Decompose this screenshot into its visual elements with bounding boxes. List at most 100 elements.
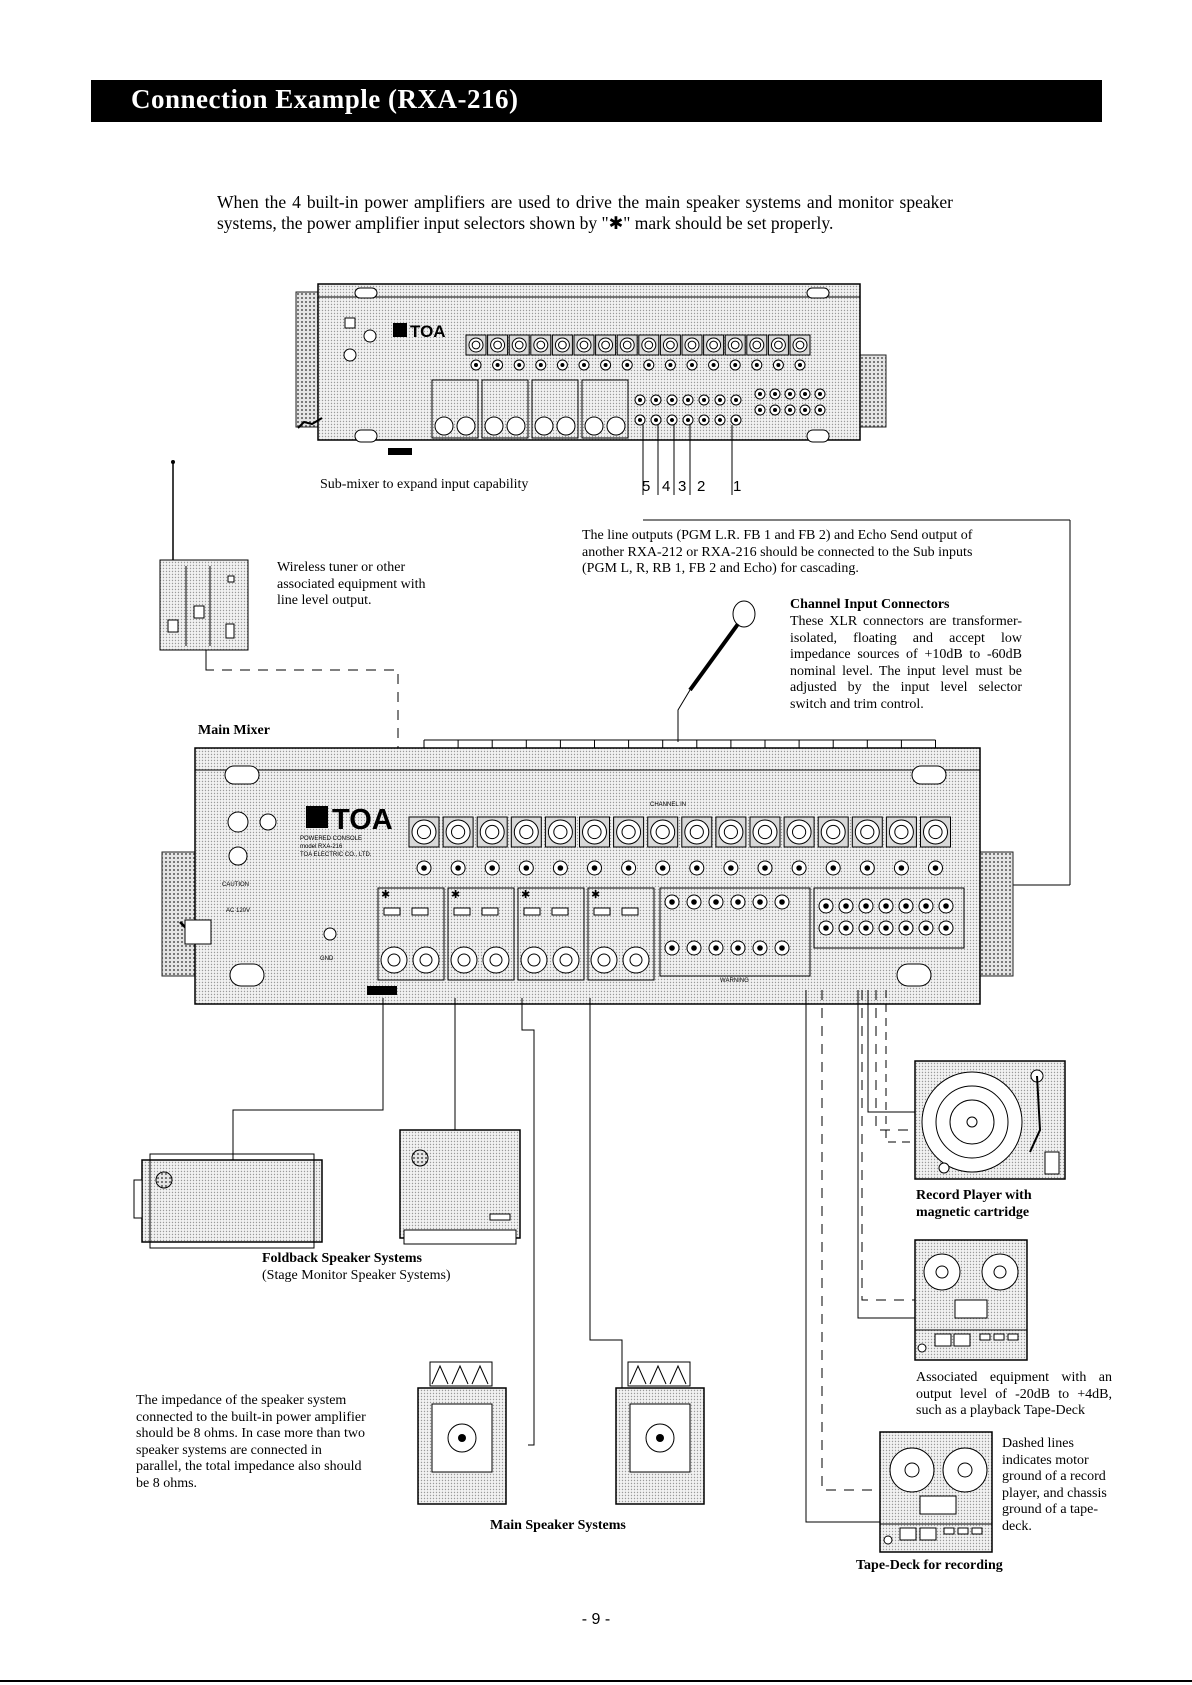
main-xlr-connector-10-inner bbox=[723, 824, 739, 840]
sub-speaker-out-a-3 bbox=[534, 416, 554, 436]
associated-equipment-label: Associated equipment with an output leve… bbox=[916, 1370, 1112, 1418]
speaker-out-b-core-4 bbox=[629, 953, 643, 967]
speaker-out-a-core-2 bbox=[457, 953, 471, 967]
input-selector-star-3: ✱ bbox=[521, 888, 530, 901]
main-xlr-connector-7-inner bbox=[621, 824, 636, 840]
sub-jack-2-pin bbox=[495, 363, 500, 367]
sub-xlr-connector-14-inner bbox=[752, 340, 762, 350]
sub-xlr-connector-3-inner bbox=[514, 340, 524, 350]
sub-speaker-out-b-1 bbox=[456, 416, 476, 436]
stereo-in-jack-4-pin bbox=[883, 925, 889, 931]
sub-line-out-jack-4-pin bbox=[686, 418, 690, 422]
power-out-section-1 bbox=[377, 887, 445, 981]
speaker-out-a-core-3 bbox=[527, 953, 541, 967]
main-xlr-connector-14-ring bbox=[854, 819, 880, 845]
page-header-bar: Connection Example (RXA-216) bbox=[91, 80, 1102, 122]
speaker-out-b-2 bbox=[482, 946, 510, 974]
main-mixer-power-out-sections: ✱✱✱✱ bbox=[377, 887, 655, 981]
page-number: - 9 - bbox=[581, 1611, 611, 1628]
rec-out-stereo-in-section bbox=[813, 887, 965, 949]
impedance-note: The impedance of the speaker system conn… bbox=[136, 1393, 366, 1491]
main-xlr-connector-3-inner bbox=[485, 824, 500, 840]
sub-xlr-connector-12-inner bbox=[709, 340, 718, 350]
sub-sub-in-jack-4-pin bbox=[686, 398, 690, 402]
main-mixer-label: Main Mixer bbox=[198, 723, 270, 738]
speaker-out-a-3 bbox=[520, 946, 548, 974]
main-xlr-connector-6-inner bbox=[587, 824, 602, 840]
line-out-jack-1-pin bbox=[669, 945, 675, 951]
sub-in-jack-4-pin bbox=[735, 899, 741, 905]
sub-xlr-connector-11-ring bbox=[684, 337, 700, 353]
record-player-label: Record Player with magnetic cartridge bbox=[916, 1188, 1032, 1220]
main-mixer-model-line3: TOA ELECTRIC CO., LTD. bbox=[300, 852, 372, 858]
channel-input-description: These XLR connectors are transformer-iso… bbox=[790, 614, 1022, 712]
sub-sub-in-jack-3-pin bbox=[670, 398, 674, 402]
cable-number-4: 4 bbox=[662, 478, 670, 495]
main-mixer-caution: CAUTION bbox=[222, 882, 249, 888]
main-xlr-connector-8-ring bbox=[650, 819, 676, 845]
main-xlr-connector-12-ring bbox=[786, 819, 812, 845]
foldback-speaker-wedge bbox=[399, 1129, 521, 1245]
speaker-out-a-4 bbox=[590, 946, 618, 974]
sub-mixer-brand: TOA bbox=[410, 322, 446, 341]
main-jack-10-pin bbox=[728, 865, 734, 871]
sub-sub-in-jack-7-pin bbox=[734, 398, 738, 402]
main-xlr-connector-5-ring bbox=[547, 819, 573, 845]
sub-xlr-connector-9-inner bbox=[644, 340, 654, 350]
stereo-in-jack-5-pin bbox=[903, 925, 909, 931]
sub-rec-out-jack-1-pin bbox=[758, 392, 762, 396]
main-speaker-woofer-cap-right bbox=[656, 1434, 664, 1442]
stereo-in-jack-2-pin bbox=[843, 925, 849, 931]
cable-number-1: 1 bbox=[733, 478, 741, 495]
sub-xlr-connector-4-inner bbox=[536, 340, 546, 350]
sub-rec-out-jack-4-pin bbox=[803, 392, 807, 396]
sub-sub-in-jack-6-pin bbox=[718, 398, 722, 402]
sub-in-jack-3-pin bbox=[713, 899, 719, 905]
main-jack-12-pin bbox=[796, 865, 802, 871]
sub-jack-9-pin bbox=[646, 363, 651, 367]
line-out-jack-6-pin bbox=[779, 945, 785, 951]
rec-out-jack-6-pin bbox=[923, 903, 929, 909]
main-xlr-connector-2-inner bbox=[451, 824, 466, 840]
sub-jack-8-pin bbox=[625, 363, 630, 367]
main-xlr-connector-7-ring bbox=[616, 819, 642, 845]
main-xlr-connector-4-inner bbox=[519, 824, 534, 840]
sub-xlr-connector-1-ring bbox=[468, 337, 484, 353]
speaker-out-a-core-4 bbox=[597, 953, 611, 967]
speaker-out-a-2 bbox=[450, 946, 478, 974]
sub-speaker-out-a-2 bbox=[484, 416, 504, 436]
input-selector-star-2: ✱ bbox=[451, 888, 460, 901]
sub-stereo-in-jack-1-pin bbox=[758, 408, 762, 412]
sub-xlr-connector-7-inner bbox=[601, 340, 610, 350]
main-xlr-connector-15-inner bbox=[894, 824, 909, 840]
speaker-out-a-1 bbox=[380, 946, 408, 974]
main-jack-9-pin bbox=[694, 865, 700, 871]
line-out-jack-2-pin bbox=[691, 945, 697, 951]
sub-line-out-jack-5-pin bbox=[702, 418, 706, 422]
page-title: Connection Example (RXA-216) bbox=[131, 84, 519, 114]
sub-jack-13-pin bbox=[733, 363, 738, 367]
main-xlr-connector-13-inner bbox=[826, 824, 841, 840]
main-jack-15-pin bbox=[898, 865, 905, 871]
sub-line-out-jack-1-pin bbox=[638, 418, 642, 422]
main-xlr-connector-13-ring bbox=[820, 819, 846, 845]
main-xlr-connector-16-ring bbox=[923, 819, 948, 845]
cable-number-3: 3 bbox=[678, 478, 686, 495]
line-out-jack-5-pin bbox=[757, 945, 763, 951]
speaker-out-b-1 bbox=[412, 946, 440, 974]
sub-xlr-connector-9-ring bbox=[641, 337, 657, 353]
main-jack-8-pin bbox=[659, 865, 666, 871]
main-xlr-connector-9-ring bbox=[684, 819, 710, 845]
sub-power-out-section-3 bbox=[531, 379, 579, 439]
sub-stereo-in-jack-4-pin bbox=[803, 408, 807, 412]
sub-jack-1-pin bbox=[474, 363, 478, 367]
sub-xlr-connector-13-ring bbox=[727, 337, 743, 353]
sub-in-jack-1-pin bbox=[669, 899, 675, 905]
stereo-in-jack-6-pin bbox=[923, 925, 929, 931]
sub-xlr-connector-16-inner bbox=[795, 340, 805, 350]
sub-jack-16-pin bbox=[798, 363, 802, 367]
sub-xlr-connector-10-ring bbox=[662, 337, 678, 353]
main-xlr-connector-16-inner bbox=[928, 824, 943, 840]
main-mixer-model-line1: POWERED CONSOLE bbox=[300, 836, 362, 842]
